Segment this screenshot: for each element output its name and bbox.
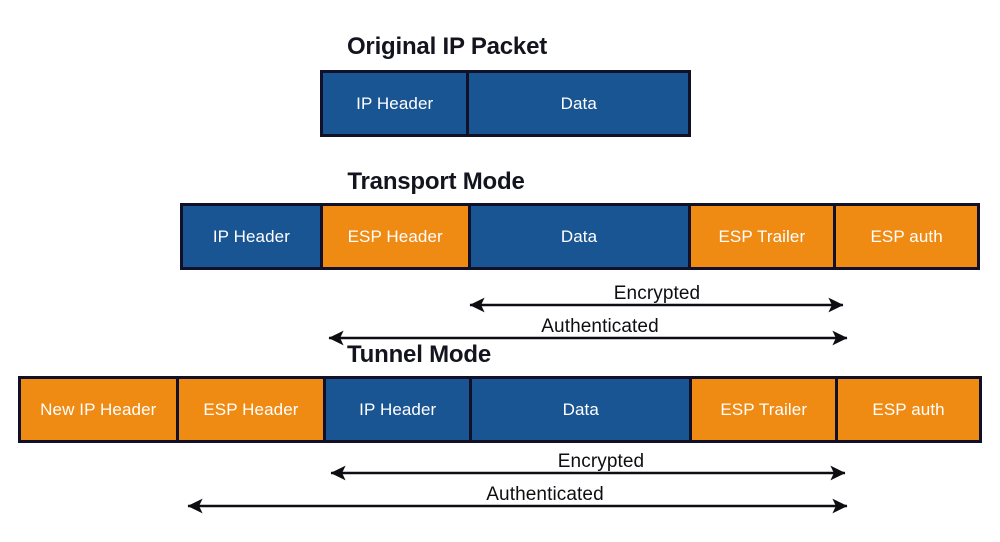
annotation-label-authenticated-transport: Authenticated [541, 316, 659, 337]
annotation-label-encrypted-tunnel: Encrypted [557, 451, 645, 472]
packet-field-new-ip-header-tunnel: New IP Header [21, 379, 179, 440]
section-title-tunnel: Tunnel Mode [346, 341, 492, 368]
packet-field-esp-trailer-transport: ESP Trailer [690, 206, 837, 267]
packet-field-esp-trailer-tunnel: ESP Trailer [692, 379, 839, 440]
annotation-label-authenticated-tunnel: Authenticated [486, 484, 604, 505]
annotation-label-encrypted-transport: Encrypted [613, 283, 701, 304]
packet-field-data-original: Data [469, 73, 688, 134]
packet-field-esp-auth-tunnel: ESP auth [838, 379, 979, 440]
section-title-original: Original IP Packet [346, 33, 548, 60]
packet-field-data-tunnel: Data [472, 379, 693, 440]
packet-field-esp-auth-transport: ESP auth [836, 206, 977, 267]
packet-field-esp-header-transport: ESP Header [322, 206, 471, 267]
section-title-transport: Transport Mode [347, 168, 525, 195]
packet-field-ip-header-tunnel: IP Header [326, 379, 473, 440]
packet-field-esp-header-tunnel: ESP Header [178, 379, 327, 440]
packet-field-ip-header-original: IP Header [323, 73, 470, 134]
packet-field-ip-header-transport: IP Header [183, 206, 323, 267]
packet-field-data-transport: Data [470, 206, 691, 267]
